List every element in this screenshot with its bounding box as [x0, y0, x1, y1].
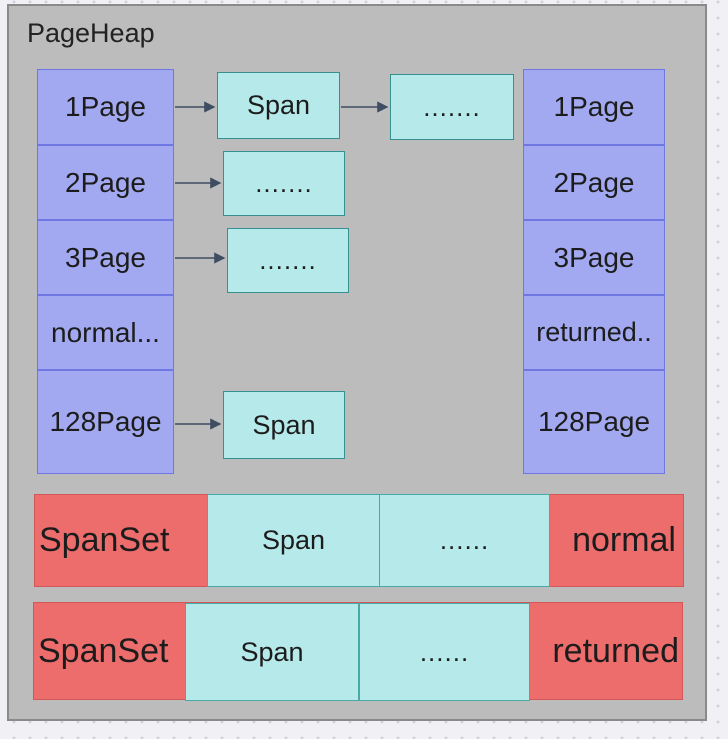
freelist-row-label: 2Page [553, 166, 635, 198]
freelist-row-label: 1Page [65, 91, 146, 122]
ellipsis-node: ....... [227, 228, 349, 293]
pageheap-container: PageHeap 1Page 2Page 3Page normal... 128… [7, 4, 707, 721]
ellipsis-node: ...... [359, 603, 530, 701]
pageheap-title: PageHeap [27, 18, 155, 48]
freelist-row-label: normal... [51, 316, 160, 348]
ellipsis-node-label: ....... [259, 245, 317, 275]
span-node: Span [185, 603, 359, 701]
freelist-row-3page: 3Page [523, 220, 665, 295]
freelist-row-1page: 1Page [523, 69, 665, 145]
freelist-row-label: 3Page [553, 241, 635, 273]
ellipsis-node: ...... [379, 494, 550, 587]
freelist-row-label: returned.. [536, 317, 652, 347]
freelist-row-label: 1Page [553, 91, 635, 122]
ellipsis-node-label: ....... [255, 168, 313, 198]
span-node-label: Span [246, 90, 311, 120]
ellipsis-node: ....... [390, 74, 514, 140]
ellipsis-node-label: ....... [423, 91, 481, 122]
span-node-label: Span [240, 636, 304, 667]
spanset-label: SpanSet [39, 521, 170, 559]
freelist-row-label: 128Page [537, 406, 651, 437]
span-node: Span [223, 391, 345, 459]
ellipsis-node: ....... [223, 151, 345, 216]
freelist-row-3page: 3Page [37, 220, 174, 295]
span-node: Span [217, 72, 340, 139]
span-node: Span [207, 494, 380, 587]
normal-side-label: normal [572, 521, 676, 559]
returned-side-label: returned [552, 631, 679, 670]
span-node-label: Span [252, 409, 316, 440]
spanset-label: SpanSet [38, 631, 169, 670]
freelist-row-2page: 2Page [523, 145, 665, 220]
freelist-row-128page: 128Page [37, 370, 174, 474]
span-node-label: Span [261, 525, 326, 555]
freelist-row-returned: returned.. [523, 295, 665, 370]
ellipsis-node-label: ...... [419, 636, 470, 667]
freelist-row-label: 3Page [65, 241, 146, 273]
freelist-row-label: 128Page [49, 406, 162, 437]
freelist-row-128page: 128Page [523, 370, 665, 474]
freelist-row-normal: normal... [37, 295, 174, 370]
freelist-row-label: 2Page [65, 166, 146, 198]
freelist-row-2page: 2Page [37, 145, 174, 220]
freelist-row-1page: 1Page [37, 69, 174, 145]
ellipsis-node-label: ...... [439, 525, 490, 555]
